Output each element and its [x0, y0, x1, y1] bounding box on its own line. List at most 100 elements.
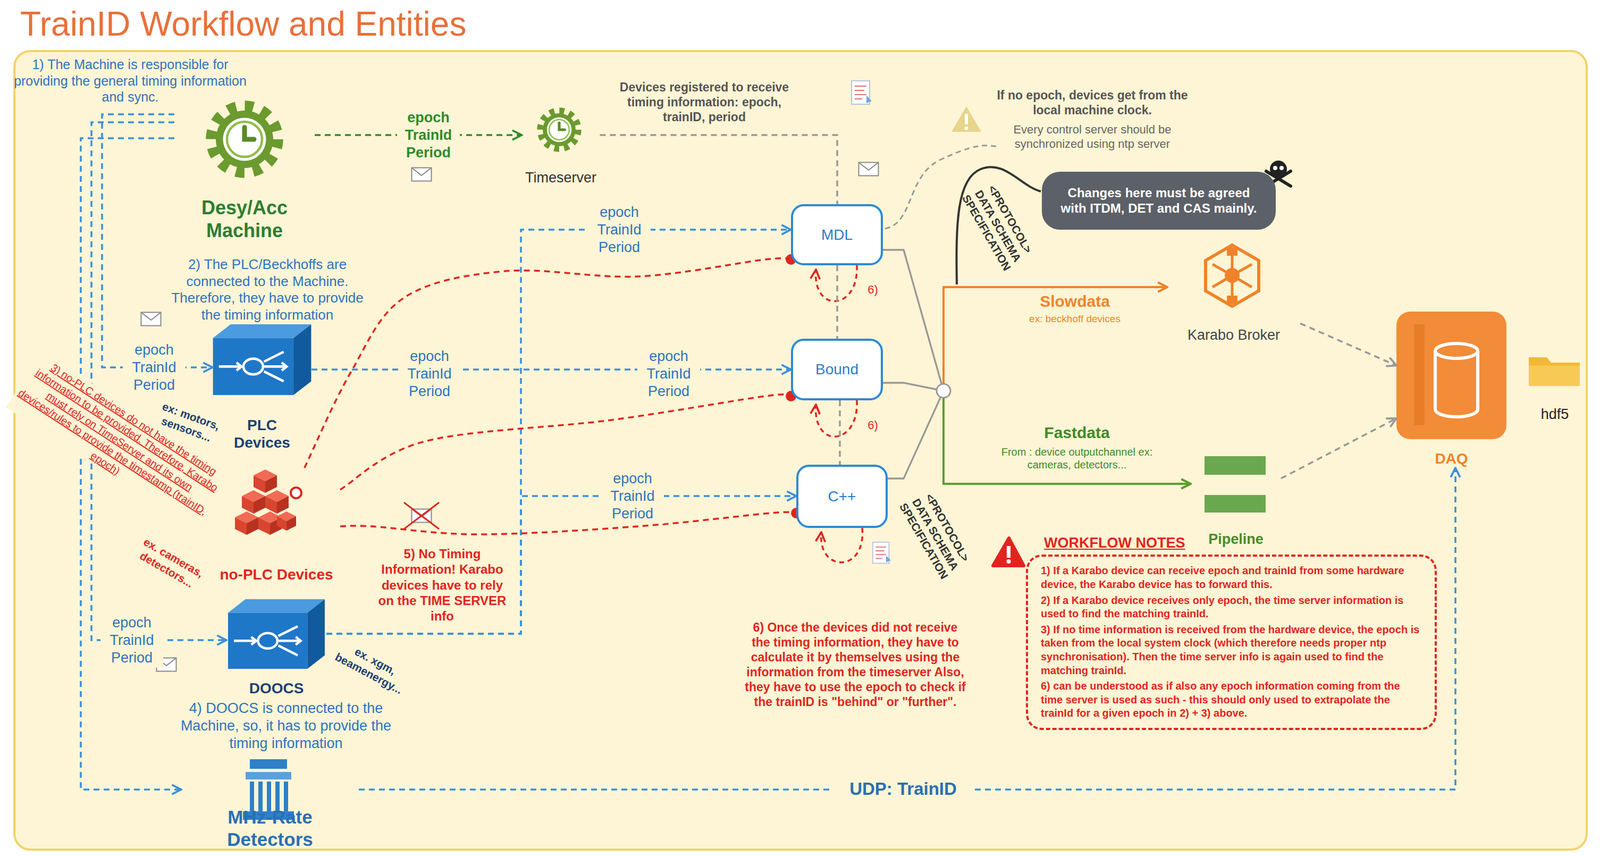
note-label: 2) The PLC/Beckhoffs are connected to th…: [163, 256, 372, 324]
node-ic: DOOCS: [226, 599, 327, 698]
connector-line: [1300, 323, 1397, 366]
envelope-icon: [859, 162, 879, 176]
node-ic: hdf5: [1520, 355, 1590, 423]
connector: [311, 369, 791, 370]
note-label: 6): [862, 418, 884, 433]
node-ic: DAQ: [1396, 311, 1507, 468]
connector-line: [943, 287, 1168, 391]
gear-icon: [540, 111, 579, 149]
edge-label: UDP: TrainID: [831, 777, 975, 801]
folder-icon: [1528, 357, 1580, 386]
connector-stub: [882, 382, 944, 391]
self-loop: [815, 400, 858, 437]
node-ic: Pipeline: [1190, 456, 1282, 548]
note-label: 1) The Machine is responsible for provid…: [13, 56, 248, 106]
daq-icon: [1396, 311, 1507, 440]
node-label: MDL: [821, 225, 853, 244]
node-box: C++: [796, 464, 888, 528]
connector-line: [311, 368, 791, 371]
origin-circle: [290, 487, 302, 499]
note-label: Every control server should be synchroni…: [996, 122, 1189, 152]
connector-line: [304, 258, 791, 468]
node-dark: Changes here must be agreed with ITDM, D…: [1041, 171, 1276, 230]
plc-icon: [213, 324, 312, 395]
connector-stub: [882, 382, 944, 391]
self-loop: [821, 527, 863, 563]
bracket-line: [956, 166, 1041, 285]
connector: [600, 135, 838, 205]
title: TrainID Workflow and Entities: [20, 4, 467, 44]
connector: [326, 229, 791, 634]
connector-line: [358, 467, 1456, 790]
connector-line: [600, 135, 838, 205]
connector: [882, 287, 1168, 391]
edge-label: epoch TrainId Period: [601, 468, 664, 524]
pipeline-bar: [1204, 494, 1266, 513]
node-label: hdf5: [1540, 405, 1570, 423]
cubes-icon: [234, 469, 297, 535]
connector: [358, 467, 1456, 790]
node-label: Pipeline: [1208, 530, 1264, 548]
edge-label: Slowdata: [1021, 291, 1128, 312]
pipeline-bar: [1204, 456, 1266, 475]
connector-line: [102, 114, 213, 368]
connector-line: [943, 287, 1168, 391]
connector-line: [943, 390, 1191, 484]
connector-line: [836, 265, 839, 339]
note-label: 6) Once the devices did not receive the …: [743, 619, 967, 710]
connector-stub: [882, 249, 944, 391]
connector: [326, 495, 797, 634]
node-label: DAQ: [1434, 449, 1468, 468]
crossed-envelope: [403, 502, 440, 529]
connector-line: [340, 511, 797, 535]
node-label: Bound: [815, 360, 859, 379]
panel: [14, 51, 1587, 850]
doc-icon: [872, 542, 891, 564]
node-ic: no-PLC Devices: [212, 467, 341, 584]
connector: [839, 400, 841, 465]
connector: [1300, 323, 1397, 366]
connector-line: [943, 287, 1168, 391]
node-notes: WORKFLOW NOTES 1) If a Karabo device can …: [1025, 534, 1437, 730]
node-ic: PLC Devices: [212, 324, 312, 452]
edge-label: epoch TrainId Period: [397, 107, 460, 163]
edge-label: epoch TrainId Period: [587, 202, 651, 258]
node-box: MDL: [790, 204, 883, 266]
edge-label: epoch TrainId Period: [122, 340, 186, 395]
note-label: ex: beckhoff devices: [1005, 312, 1144, 325]
note-label: From : device outputchannel ex: cameras,…: [997, 445, 1157, 472]
notes-heading: WORKFLOW NOTES: [1043, 534, 1437, 552]
node-label: Karabo Broker: [1187, 326, 1280, 344]
connector-line: [340, 394, 791, 490]
junction-dot: [936, 383, 951, 398]
connector: [340, 394, 791, 490]
envelope-icon: [141, 312, 162, 326]
notes-item: 6) can be understood as if also any epoc…: [1040, 679, 1422, 721]
connector-line: [943, 390, 1191, 484]
notes-item: 3) If no time information is received fr…: [1040, 622, 1422, 678]
node-label: DOOCS: [249, 679, 305, 698]
gear-icon: [212, 106, 278, 173]
connector: [304, 258, 791, 468]
connector: [887, 287, 1168, 479]
edge-label: epoch TrainId Period: [100, 612, 164, 668]
note-label: 5) No Timing Information! Karabo devices…: [375, 545, 509, 624]
node-ic: MHz-Rate Detectors: [181, 739, 359, 851]
note-label: 4) DOOCS is connected to the Machine, so…: [174, 699, 398, 753]
doc-icon: [851, 80, 872, 105]
node-ic: Karabo Broker: [1167, 245, 1301, 344]
connector-stub: [887, 390, 944, 479]
connector: [102, 114, 213, 368]
connector-line: [838, 400, 841, 465]
note-label: epoch TrainId Period: [637, 346, 701, 402]
connector: [882, 249, 1168, 391]
node-label: Changes here must be agreed with ITDM, D…: [1054, 185, 1263, 217]
notes-item: 2) If a Karabo device receives only epoc…: [1040, 593, 1422, 621]
node-ic: Desy/Acc Machine: [174, 95, 315, 242]
connector-line: [943, 390, 1191, 484]
node-ic: Timeserver: [521, 104, 601, 187]
notes-body: 1) If a Karabo device can receive epoch …: [1025, 554, 1437, 730]
connector: [1281, 418, 1397, 479]
connector-line: [326, 229, 791, 634]
warning-icon-red: [992, 537, 1024, 566]
